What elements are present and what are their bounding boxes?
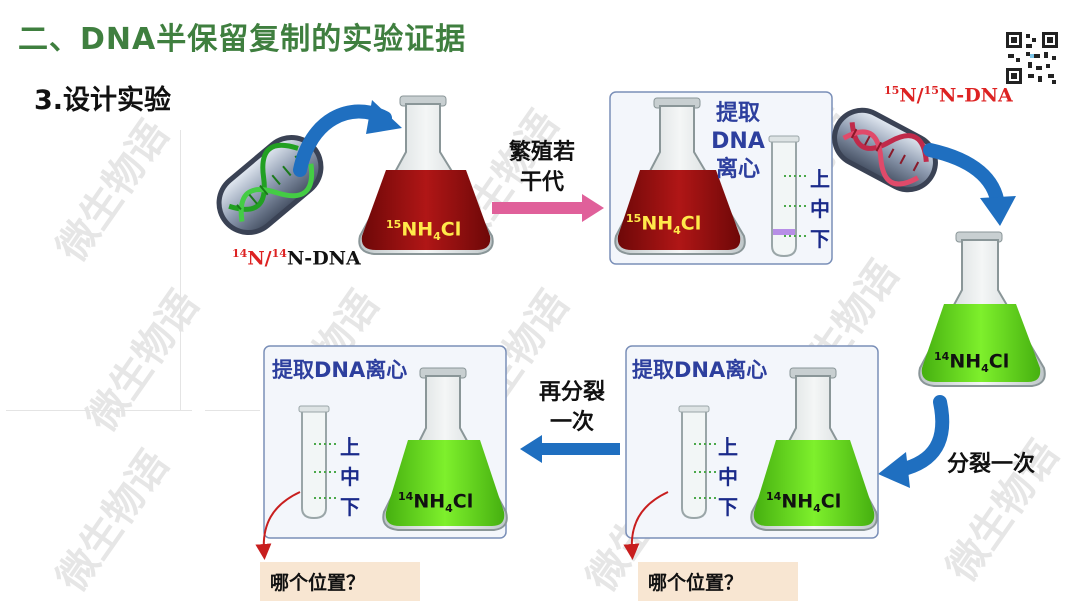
medium-label-14n-box3: 14NH4Cl (398, 490, 474, 516)
flask-15n-icon (358, 95, 494, 255)
divider (6, 410, 192, 411)
test-tube-icon (678, 405, 716, 520)
step-arrow-blue (540, 443, 620, 455)
medium-label-15n: 15NH4Cl (386, 218, 462, 244)
divider (180, 130, 181, 410)
bacterium-15n-icon (832, 107, 938, 193)
slide-subtitle: 3.设计实验 (34, 85, 172, 116)
extract-label-box3: 提取DNA离心 (272, 358, 408, 382)
red-pointer-arrow (255, 491, 301, 560)
step-arrow-pink (492, 202, 584, 214)
question-box: 哪个位置？ (260, 562, 420, 601)
step-label-divide-once: 分裂一次 (946, 452, 1035, 477)
flask-14n-inbox-icon (750, 367, 878, 531)
test-tube-icon (768, 135, 806, 258)
flask-14n-inbox-icon (382, 367, 508, 531)
step-label-divide-again: 再分裂一次 (538, 380, 605, 435)
extract-label-vertical: 提取 DNA 离心 (711, 101, 765, 182)
medium-label-14n-box2: 14NH4Cl (766, 490, 842, 516)
tube-level-labels: 上中下 (340, 435, 360, 519)
flask-14n-icon (918, 231, 1046, 387)
dna-label-14n: 14N/14N-DNA (232, 247, 361, 270)
curved-arrow-icon (923, 143, 1005, 212)
tube-level-labels: 上中下 (718, 435, 738, 519)
flask-15n-inbox-icon (614, 97, 746, 255)
medium-label-14n: 14NH4Cl (934, 350, 1010, 376)
test-tube-icon (298, 405, 336, 520)
question-box: 哪个位置？ (638, 562, 798, 601)
extract-label-box2: 提取DNA离心 (632, 358, 768, 382)
red-pointer-arrow (623, 491, 669, 560)
dna-label-15n: 15N/15N-DNA (884, 84, 1013, 107)
tube-level-labels: 上中下 (810, 167, 830, 251)
qr-code-icon (1004, 30, 1060, 86)
curved-arrow-icon (893, 395, 950, 477)
slide-title: 二、DNA半保留复制的实验证据 (18, 22, 467, 57)
divider (205, 410, 260, 411)
medium-label-15n-inbox: 15NH4Cl (626, 212, 702, 238)
step-label-reproduce: 繁殖若干代 (508, 140, 575, 195)
